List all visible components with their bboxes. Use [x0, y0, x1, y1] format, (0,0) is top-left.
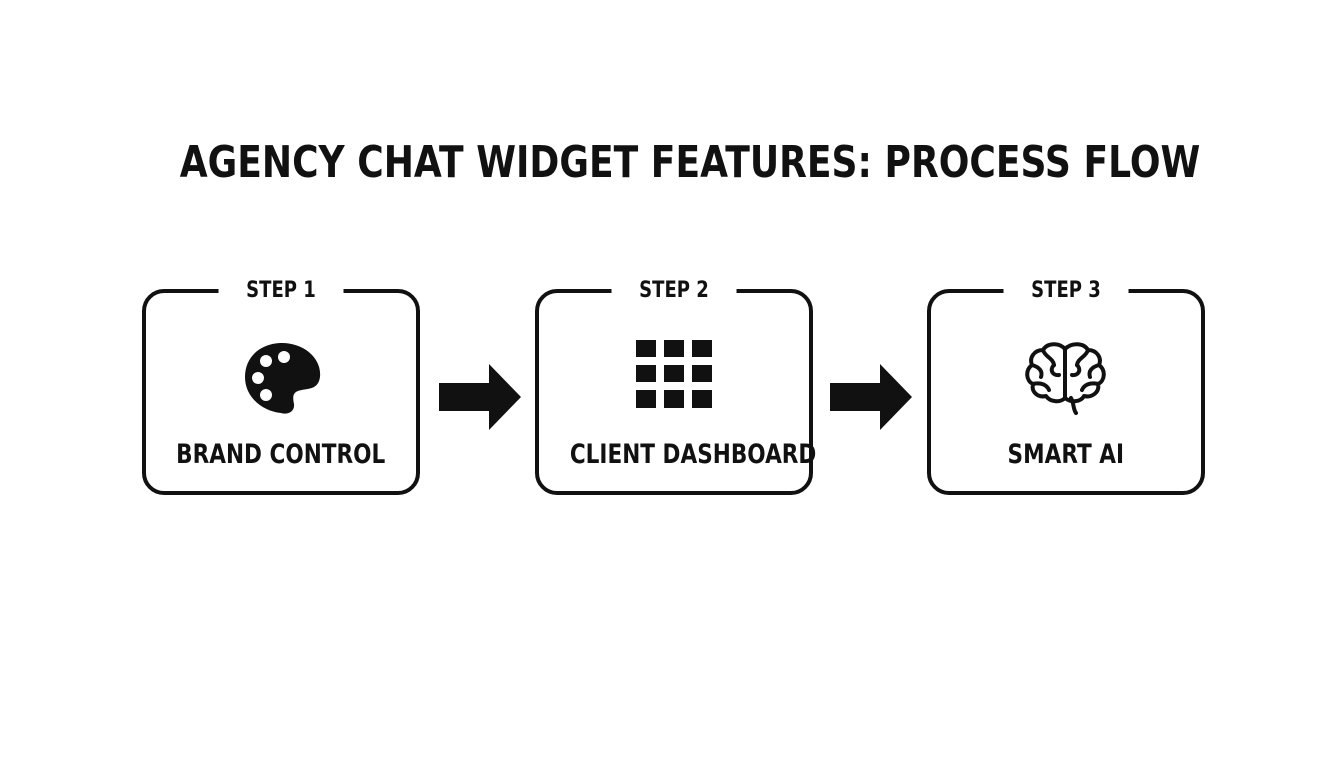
- step-2-box: STEP 2 CLIENT DASHBOARD: [535, 276, 817, 495]
- arrow-right-icon: [830, 364, 912, 430]
- palette-icon: [245, 342, 321, 414]
- step-1-label-text: STEP 1: [246, 278, 316, 303]
- grid-icon: [636, 340, 712, 408]
- step-3-label: STEP 3: [1003, 276, 1129, 306]
- step-2-name: CLIENT DASHBOARD: [539, 437, 817, 473]
- step-2-label: STEP 2: [611, 276, 737, 306]
- step-1-label: STEP 1: [218, 276, 344, 306]
- step-3-label-text: STEP 3: [1031, 278, 1101, 303]
- step-1-name-text: BRAND CONTROL: [176, 439, 386, 470]
- step-3-name-text: SMART AI: [1007, 439, 1125, 470]
- step-2-name-text: CLIENT DASHBOARD: [569, 439, 817, 470]
- page-title: AGENCY CHAT WIDGET FEATURES: PROCESS FLO…: [179, 137, 1201, 188]
- step-1-box: STEP 1 BRAND CONTROL: [142, 276, 420, 495]
- step-3-box: STEP 3 SMART AI: [927, 276, 1205, 495]
- arrow-right-icon: [439, 364, 521, 430]
- step-2-label-text: STEP 2: [639, 278, 709, 303]
- brain-icon: [1025, 342, 1106, 415]
- step-1-name: BRAND CONTROL: [146, 437, 416, 473]
- step-3-name: SMART AI: [931, 437, 1201, 473]
